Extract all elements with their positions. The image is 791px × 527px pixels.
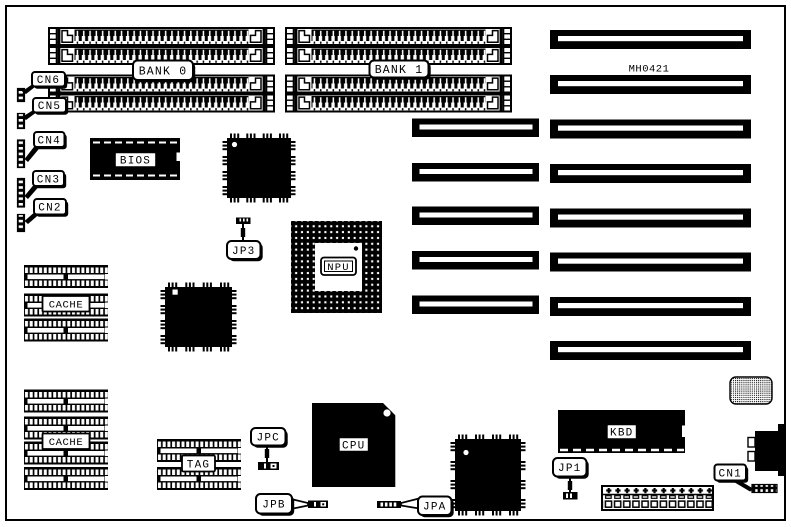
svg-text:NPU: NPU — [327, 262, 350, 274]
svg-text:JPA: JPA — [423, 502, 446, 514]
svg-text:CN1: CN1 — [719, 469, 742, 481]
svg-text:CN4: CN4 — [38, 136, 61, 148]
svg-text:JP3: JP3 — [232, 246, 255, 258]
svg-text:BANK 1: BANK 1 — [375, 64, 424, 77]
svg-text:JP1: JP1 — [558, 463, 581, 475]
svg-text:CACHE: CACHE — [49, 437, 84, 449]
svg-text:JPC: JPC — [257, 433, 280, 445]
svg-text:CN5: CN5 — [38, 101, 61, 113]
svg-text:CN2: CN2 — [38, 203, 61, 215]
svg-text:CPU: CPU — [342, 441, 365, 453]
svg-text:BANK 0: BANK 0 — [139, 65, 188, 78]
svg-text:JPB: JPB — [262, 500, 285, 512]
svg-text:MH0421: MH0421 — [629, 64, 670, 76]
svg-text:CN3: CN3 — [37, 175, 60, 187]
svg-text:TAG: TAG — [187, 460, 210, 472]
svg-text:CN6: CN6 — [37, 75, 60, 87]
svg-text:BIOS: BIOS — [120, 156, 151, 168]
svg-text:CACHE: CACHE — [49, 300, 84, 312]
svg-text:KBD: KBD — [610, 428, 633, 440]
